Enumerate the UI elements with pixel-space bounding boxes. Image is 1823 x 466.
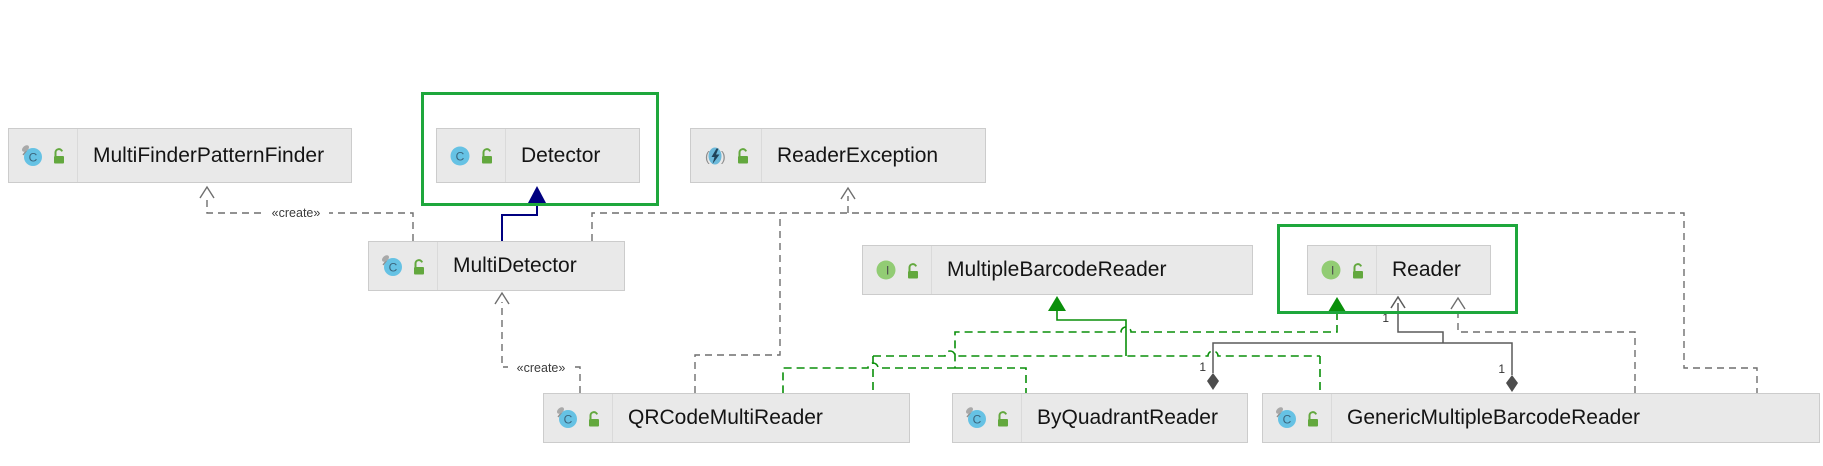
unlocked-icon xyxy=(908,262,918,278)
svg-text:C: C xyxy=(29,150,38,164)
unlocked-icon xyxy=(998,410,1008,426)
node-icons: I xyxy=(1308,246,1377,294)
class-node-multifinderpatternfinder[interactable]: C MultiFinderPatternFinder xyxy=(8,128,352,183)
unlocked-icon xyxy=(589,410,599,426)
edge-implements-reader xyxy=(782,297,1346,393)
svg-text:): ) xyxy=(721,148,726,164)
svg-text:C: C xyxy=(389,261,398,275)
selection-highlight-reader xyxy=(1277,224,1518,314)
node-icons: C xyxy=(437,129,506,182)
node-icons: C xyxy=(953,394,1022,442)
multiplicity-label: 1 xyxy=(1382,311,1389,325)
exception-class-icon: ( ) xyxy=(705,147,726,164)
unlocked-icon xyxy=(1308,410,1318,426)
unlocked-icon xyxy=(482,148,492,164)
class-node-qrcodemultireader[interactable]: C QRCodeMultiReader xyxy=(543,393,910,443)
node-icons: ( ) xyxy=(691,129,762,182)
unlocked-icon xyxy=(54,148,64,164)
unlocked-icon xyxy=(738,148,748,164)
pinned-class-icon: C xyxy=(966,407,986,428)
create-label: «create» xyxy=(272,206,321,220)
interface-name: MultipleBarcodeReader xyxy=(947,258,1167,281)
interface-node-reader[interactable]: I Reader xyxy=(1307,245,1491,295)
class-node-detector[interactable]: C Detector xyxy=(436,128,640,183)
multiplicity-label: 1 xyxy=(1498,362,1505,376)
class-name: Detector xyxy=(521,143,601,167)
class-node-readerexception[interactable]: ( ) ReaderException xyxy=(690,128,986,183)
svg-text:C: C xyxy=(456,149,465,163)
class-node-multidetector[interactable]: C MultiDetector xyxy=(368,241,625,291)
class-name: MultiDetector xyxy=(453,254,577,277)
node-icons: C xyxy=(369,242,438,290)
class-name: ByQuadrantReader xyxy=(1037,406,1218,429)
interface-node-multiplebarcodereader[interactable]: I MultipleBarcodeReader xyxy=(862,245,1253,295)
svg-text:I: I xyxy=(886,264,889,278)
edge-aggregation-to-reader: 1 1 1 xyxy=(1199,295,1518,392)
svg-text:(: ( xyxy=(705,148,710,164)
pinned-class-icon: C xyxy=(382,255,402,276)
node-icons: C xyxy=(544,394,613,442)
interface-icon: I xyxy=(876,260,896,280)
node-icons: C xyxy=(9,129,78,182)
create-label: «create» xyxy=(517,361,566,375)
edge-implements-multiplebarcodereader xyxy=(872,296,1321,393)
node-icons: C xyxy=(1263,394,1332,442)
edge-extends-multidetector-to-detector xyxy=(501,186,546,241)
unlocked-icon xyxy=(414,258,424,274)
node-icons: I xyxy=(863,246,932,294)
pinned-class-icon: C xyxy=(1276,407,1296,428)
interface-name: Reader xyxy=(1392,258,1461,281)
edge-create-qrcodemultireader-to-multidetector: «create» xyxy=(494,291,581,393)
class-node-byquadrantreader[interactable]: C ByQuadrantReader xyxy=(952,393,1248,443)
svg-text:C: C xyxy=(973,413,982,427)
class-name: QRCodeMultiReader xyxy=(628,406,823,429)
class-icon: C xyxy=(450,146,470,165)
unlocked-icon xyxy=(1353,262,1363,278)
class-node-genericmultiplebarcodereader[interactable]: C GenericMultipleBarcodeReader xyxy=(1262,393,1820,443)
svg-text:C: C xyxy=(564,413,573,427)
edge-dependency-gmbr-to-reader xyxy=(1450,296,1636,393)
pinned-class-icon: C xyxy=(557,407,577,428)
pinned-class-icon: C xyxy=(22,144,42,166)
edge-create-multidetector-to-multifinderpatternfinder: «create» xyxy=(199,185,414,241)
multiplicity-label: 1 xyxy=(1199,360,1206,374)
svg-text:I: I xyxy=(1331,264,1334,278)
class-name: GenericMultipleBarcodeReader xyxy=(1347,406,1640,429)
edge-dependency-to-readerexception xyxy=(591,186,1758,393)
selection-highlight-detector xyxy=(421,92,659,206)
svg-text:C: C xyxy=(1283,413,1292,427)
class-name: MultiFinderPatternFinder xyxy=(93,143,325,167)
interface-icon: I xyxy=(1321,260,1341,280)
class-name: ReaderException xyxy=(777,143,939,167)
